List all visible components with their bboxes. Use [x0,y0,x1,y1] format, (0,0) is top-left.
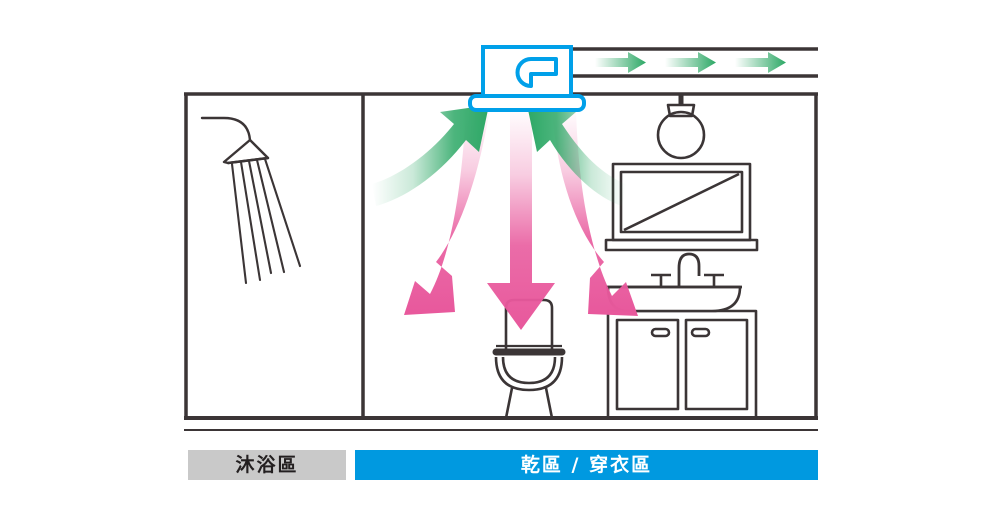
pendant-light [656,94,706,160]
mirror-highlight [623,172,740,232]
shower-pipe [200,116,252,142]
cabinet-body [606,309,758,420]
legend-shower-zone-label: 沐浴區 [235,453,299,476]
exhaust-duct [572,47,818,78]
shower-spray [230,157,302,285]
toilet-pedestal [504,387,554,419]
duct-flow-arrows [595,52,786,73]
legend-dry-zone: 乾區 / 穿衣區 [355,450,818,480]
cabinet-handle-right[interactable] [690,327,711,338]
duct-arrow-3 [735,52,786,73]
mirror-shelf [604,238,759,252]
vanity-cabinet [606,309,758,420]
toilet-bowl-outer [494,356,564,392]
duct-arrow-1 [595,52,646,73]
supply-stream-center [487,108,555,330]
faucet-spout [677,252,701,287]
faucet-handle-right[interactable] [704,273,724,286]
intake-airflow-arrows [372,105,626,206]
cabinet-door-right [684,318,749,411]
intake-arrow-right [527,105,626,206]
pendant-globe [656,110,706,160]
shower-fixture [200,116,302,285]
shower-head-face [226,156,270,165]
fan-scroll-icon [515,57,558,88]
mirror [604,162,759,252]
legend-dry-zone-label: 乾區 / 穿衣區 [520,453,653,476]
legend-shower-zone: 沐浴區 [188,450,346,480]
exhaust-fan-unit[interactable] [468,45,586,112]
toilet-bowl-inner [501,356,557,385]
fan-grille[interactable] [468,94,586,112]
duct-arrow-2 [665,52,716,73]
cabinet-door-left [615,318,680,411]
faucet-handle-left[interactable] [651,273,671,286]
cabinet-handle-left[interactable] [650,327,671,338]
intake-arrow-left [372,105,489,206]
supply-stream-left [404,108,490,315]
